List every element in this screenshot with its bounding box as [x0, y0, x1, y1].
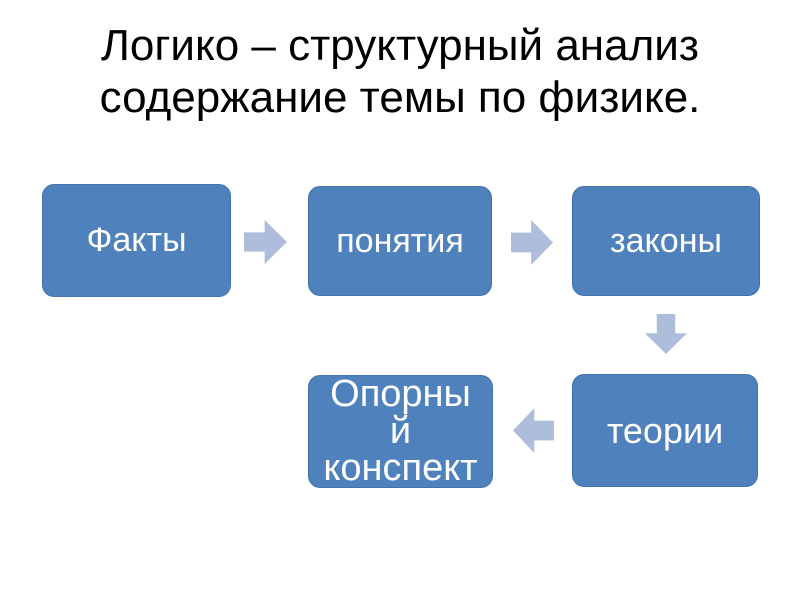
box-reference-notes-line-3: конспект — [323, 447, 478, 489]
box-reference-notes: Опорны й конспект — [308, 375, 493, 488]
box-theories: теории — [572, 374, 758, 487]
title-line-2: содержание темы по физике. — [99, 73, 701, 122]
box-facts: Факты — [42, 184, 231, 297]
box-theories-label: теории — [606, 409, 724, 451]
box-concepts: понятия — [308, 186, 492, 296]
arrow-down-icon — [645, 314, 687, 354]
box-facts-label: Факты — [86, 221, 187, 259]
box-reference-notes-line-1: Опорны — [330, 373, 471, 415]
slide-title: Логико – структурный анализ содержание т… — [0, 20, 800, 124]
arrow-right-icon — [511, 220, 553, 265]
box-laws-label: законы — [610, 221, 722, 260]
box-laws: законы — [572, 186, 760, 296]
title-line-1: Логико – структурный анализ — [101, 21, 699, 70]
arrow-right-icon — [244, 220, 287, 264]
box-concepts-label: понятия — [336, 221, 464, 260]
arrow-left-icon — [513, 408, 554, 453]
box-reference-notes-line-2: й — [389, 410, 412, 452]
